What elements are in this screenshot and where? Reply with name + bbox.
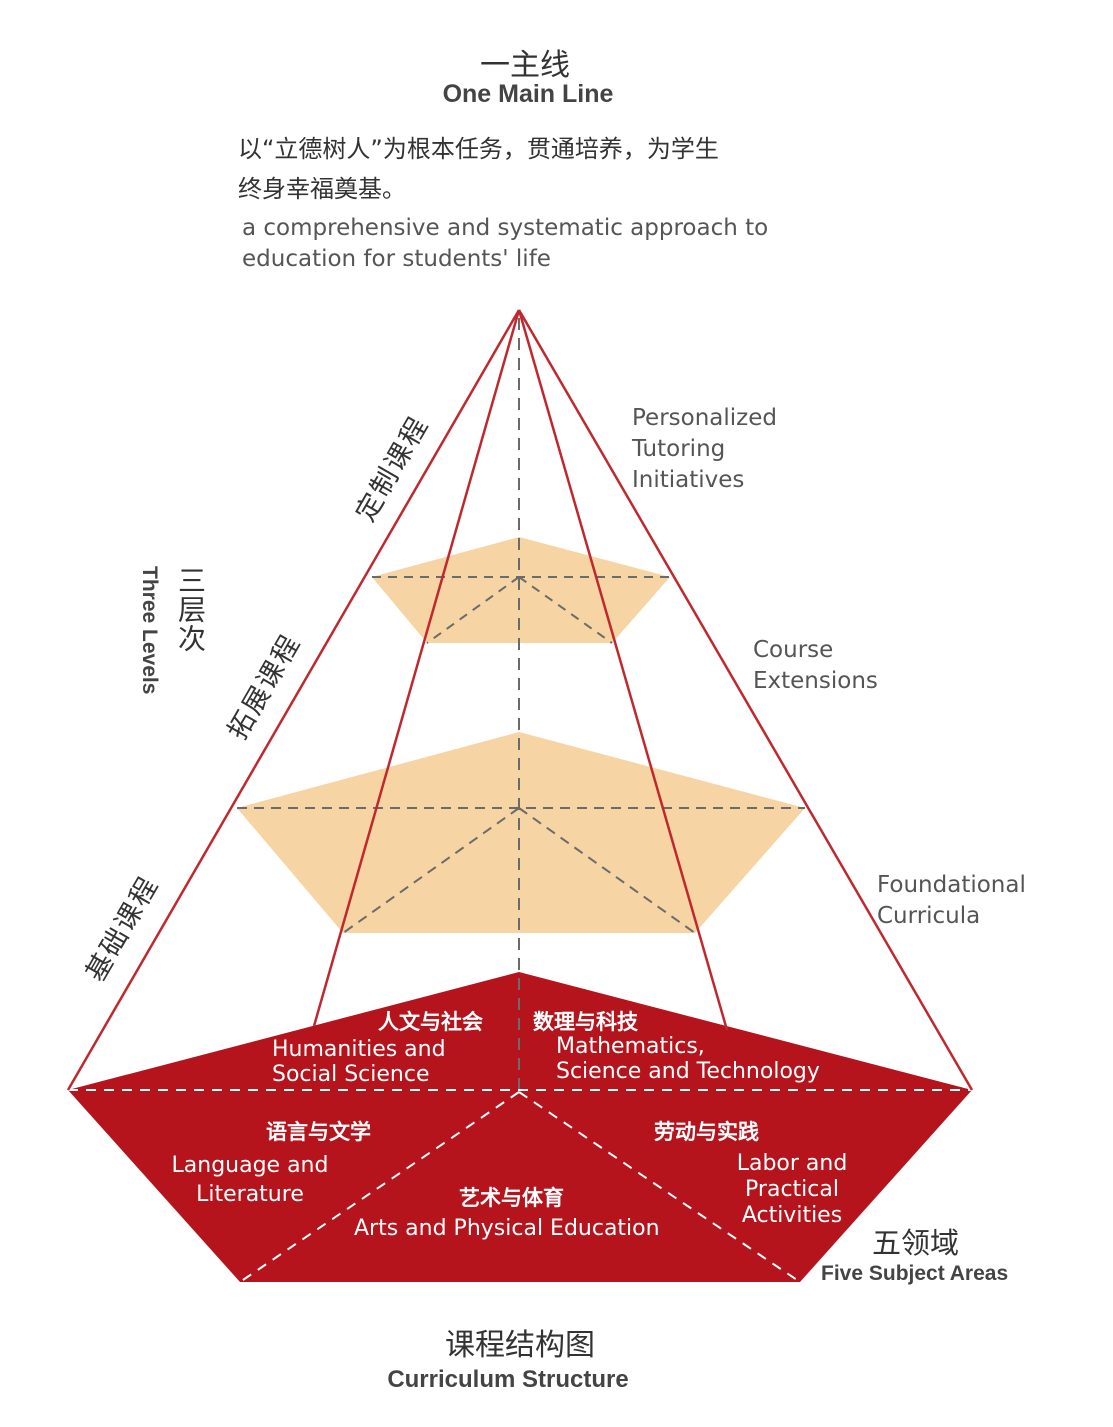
extensions-dashes [372,576,670,644]
area-humanities-en: Humanities and Social Science [272,1037,446,1087]
area-arts-en: Arts and Physical Education [354,1216,660,1241]
five-areas-label-en: Five Subject Areas [821,1262,1009,1285]
extensions-layer [372,537,670,643]
pyramid-edges [66,309,974,1091]
area-humanities-cn: 人文与社会 [378,1010,483,1034]
level-label-extensions-en: Course Extensions [753,635,878,697]
level-label-personalized-en-line2: Tutoring [632,436,726,462]
area-math-science-en-line2: Science and Technology [556,1059,820,1084]
area-math-science-en: Mathematics, Science and Technology [556,1034,820,1084]
curriculum-structure-title-cn: 课程结构图 [445,1328,595,1363]
curriculum-structure-title-en: Curriculum Structure [387,1366,629,1393]
area-language-en-line2: Literature [196,1182,304,1207]
area-labor-en: Labor and Practical Activities [712,1151,872,1229]
area-math-science-en-line1: Mathematics, [556,1034,705,1059]
area-arts-cn: 艺术与体育 [459,1186,564,1210]
main-line-title-en: One Main Line [442,80,614,108]
level-label-extensions-en-line2: Extensions [753,668,878,694]
mission-text-en-line2: education for students' life [242,246,551,272]
area-humanities-en-line2: Social Science [272,1062,430,1087]
base-dashes [68,1089,972,1283]
foundational-dashes [237,807,805,934]
five-areas-label-cn: 五领域 [872,1226,960,1260]
foundational-layer [237,732,805,933]
level-label-foundational-en: Foundational Curricula [877,870,1026,932]
area-labor-en-line3: Activities [741,1203,843,1228]
level-label-personalized-en-line3: Initiatives [632,467,745,493]
level-label-personalized-en-line1: Personalized [632,405,777,431]
level-label-foundational-en-line1: Foundational [877,872,1026,898]
area-labor-en-line2: Practical [745,1177,839,1202]
level-label-personalized-en: Personalized Tutoring Initiatives [632,403,777,496]
area-labor-cn: 劳动与实践 [654,1120,759,1144]
base-pentagon [68,972,972,1282]
area-language-cn: 语言与文学 [266,1120,371,1144]
level-label-extensions-en-line1: Course [753,637,834,663]
area-language-en: Language and Literature [150,1151,350,1209]
three-levels-label-cn: 三层次 [174,566,207,653]
mission-text-en-line1: a comprehensive and systematic approach … [242,215,769,241]
level-label-foundational-en-line2: Curricula [877,903,981,929]
area-labor-en-line1: Labor and [736,1151,848,1176]
area-math-science-cn: 数理与科技 [533,1010,638,1034]
area-humanities-en-line1: Humanities and [272,1037,446,1062]
mission-text-cn-line1: 以“立德树人”为根本任务，贯通培养，为学生 [238,135,719,163]
mission-text-cn-line2: 终身幸福奠基。 [238,175,406,203]
area-language-en-line1: Language and [171,1153,329,1178]
area-arts-en-line1: Arts and Physical Education [354,1216,660,1241]
three-levels-label-en: Three Levels [138,566,161,695]
main-line-title-cn: 一主线 [480,48,570,83]
